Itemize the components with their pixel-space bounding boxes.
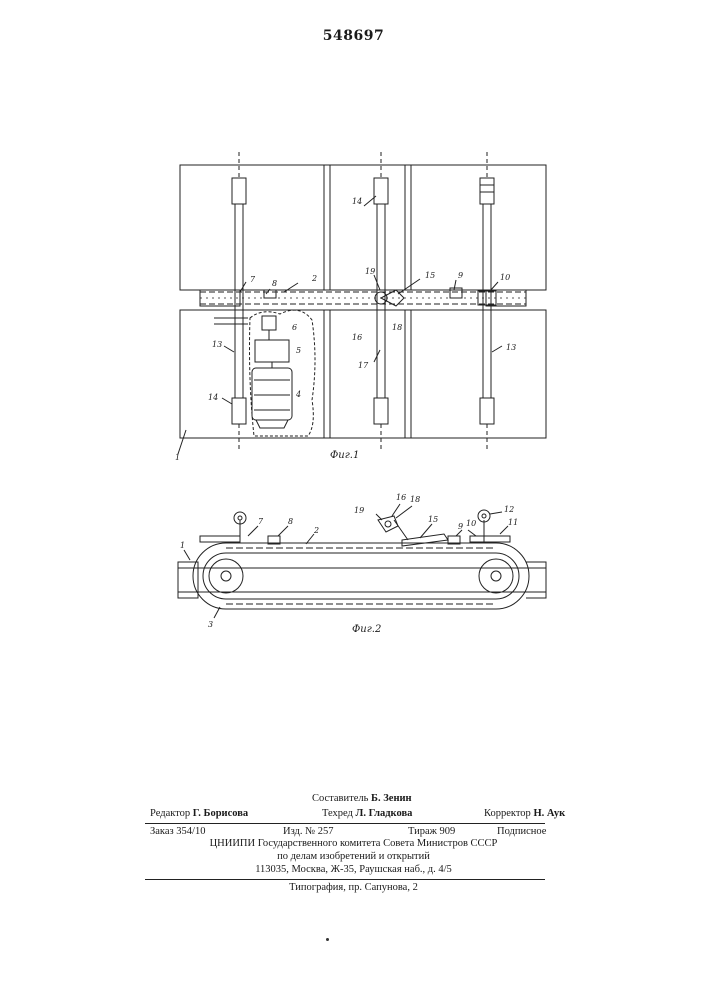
editor-name: Г. Борисова: [193, 808, 248, 819]
fig2-label-12: 12: [504, 505, 514, 514]
fig1-clamp-right-top: [480, 178, 494, 204]
fig1-label-13b: 13: [506, 343, 516, 352]
fig1-label-1: 1: [175, 453, 180, 462]
fig1-motor-4: [252, 368, 292, 420]
subscription-note: Подписное: [497, 826, 546, 837]
fig1-clamp-14-mid-top: [374, 178, 388, 204]
fig1-label-13a: 13: [212, 340, 222, 349]
fig1-label-8: 8: [272, 279, 277, 288]
org-line-1: ЦНИИПИ Государственного комитета Совета …: [0, 838, 707, 849]
fig2-caption: Фиг.2: [352, 624, 381, 635]
fig1-label-10: 10: [500, 273, 510, 282]
print-run: Тираж 909: [408, 826, 455, 837]
fig1-label-5: 5: [296, 346, 301, 355]
fig2-label-9: 9: [458, 522, 463, 531]
fig2-sprocket-left: [209, 559, 243, 593]
fig2-label-19: 19: [354, 506, 364, 515]
fig1-label-7: 7: [250, 275, 256, 284]
org-line-2: по делам изобретений и открытий: [0, 851, 707, 862]
fig2-label-8: 8: [288, 517, 293, 526]
compiler-line: Составитель Б. Зенин: [312, 793, 412, 804]
fig2-label-18: 18: [410, 495, 420, 504]
editor-role: Редактор: [150, 808, 190, 819]
fig1-caption: Фиг.1: [330, 450, 359, 461]
fig2-label-2: 2: [313, 526, 319, 535]
fig1-label-18: 18: [392, 323, 402, 332]
editor-line: Редактор Г. Борисова: [150, 808, 248, 819]
fig1-label-9: 9: [458, 271, 463, 280]
techred-role: Техред: [322, 808, 353, 819]
compiler-name: Б. Зенин: [371, 793, 412, 804]
edition-number: Изд. № 257: [283, 826, 334, 837]
fig1-clamp-14-bottom: [232, 398, 246, 424]
corrector-name: Н. Аук: [533, 808, 565, 819]
page-dot: [326, 938, 329, 941]
fig1-label-15: 15: [425, 271, 435, 280]
fig1-reducer-5: [255, 340, 289, 362]
fig2-label-1: 1: [180, 541, 185, 550]
org-address: 113035, Москва, Ж-35, Раушская наб., д. …: [0, 864, 707, 875]
printshop-line: Типография, пр. Сапунова, 2: [0, 882, 707, 893]
order-number: Заказ 354/10: [150, 826, 205, 837]
imprint-rule-top: [145, 823, 545, 824]
fig2-sprocket-right: [479, 559, 513, 593]
fig2-label-11: 11: [508, 518, 518, 527]
fig2-label-7: 7: [258, 517, 264, 526]
compiler-role: Составитель: [312, 793, 368, 804]
fig2-label-10: 10: [466, 519, 476, 528]
imprint-rule-bottom: [145, 879, 545, 880]
figure-2-drawing: [178, 504, 546, 618]
fig1-label-14b: 14: [352, 197, 362, 206]
fig1-clamp-14-top: [232, 178, 246, 204]
fig1-label-2: 2: [311, 274, 317, 283]
fig1-label-19: 19: [365, 267, 375, 276]
fig2-label-16: 16: [396, 493, 406, 502]
techred-line: Техред Л. Гладкова: [322, 808, 412, 819]
fig1-label-17: 17: [358, 361, 369, 370]
fig2-label-15: 15: [428, 515, 438, 524]
fig1-label-14a: 14: [208, 393, 218, 402]
fig2-label-3: 3: [208, 620, 213, 629]
corrector-role: Корректор: [484, 808, 531, 819]
fig1-label-16: 16: [352, 333, 362, 342]
fig1-label-6: 6: [292, 323, 297, 332]
corrector-line: Корректор Н. Аук: [484, 808, 565, 819]
fig1-label-4: 4: [295, 390, 301, 399]
techred-name: Л. Гладкова: [356, 808, 413, 819]
